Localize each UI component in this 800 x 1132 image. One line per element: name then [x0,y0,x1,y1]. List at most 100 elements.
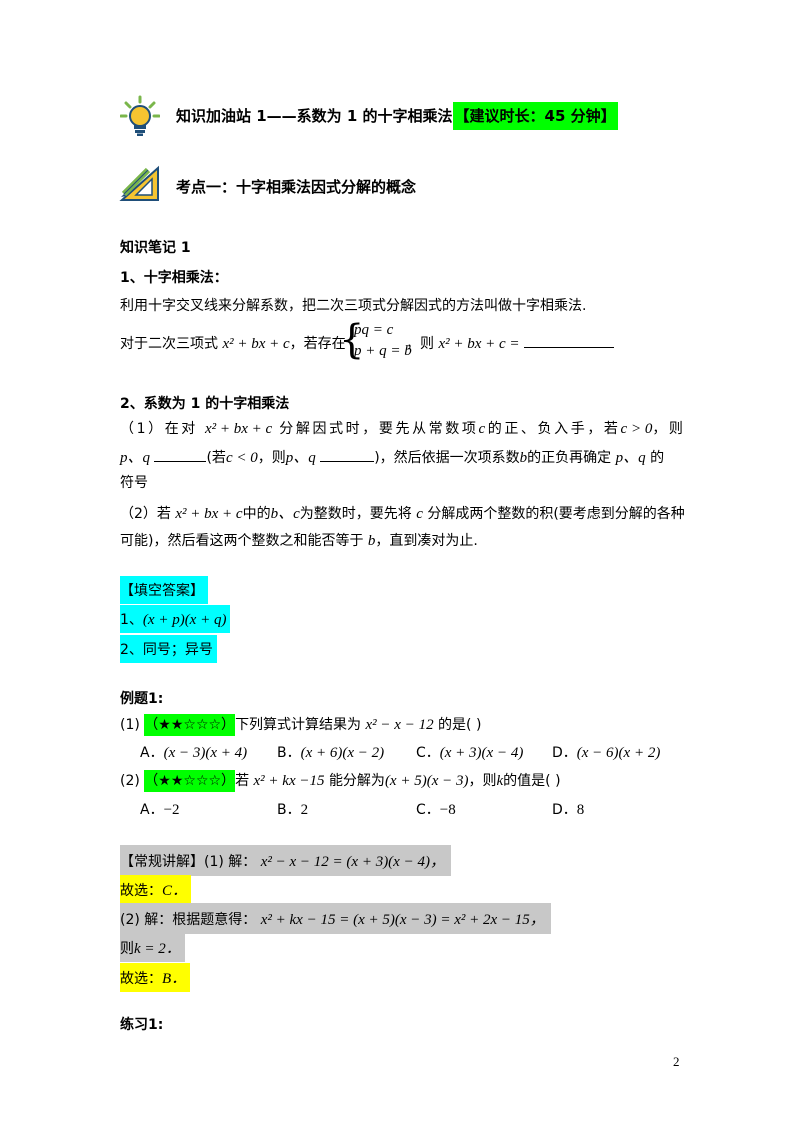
math-var: b [519,450,528,466]
option-label: A． [140,802,164,818]
math-expr: x² − x − 12 = (x + 3)(x − 4)， [260,854,445,870]
math-expr: (x + 5)(x − 3) [384,773,469,789]
option-label: D． [552,802,577,818]
page-title: 知识加油站 1——系数为 1 的十字相乘法【建议时长：45 分钟】 [176,102,618,130]
math-expr: (x + p)(x + q) [142,612,227,628]
option-label: C． [416,745,440,761]
math-expr: x² − x − 12 [365,717,434,733]
title-text: 知识加油站 1——系数为 1 的十字相乘法 [176,107,453,125]
math-expr: k = 2． [134,941,181,957]
text-span: 中的 [242,506,271,522]
text-span: （2）若 [120,506,171,522]
lightbulb-icon [119,95,161,137]
text-span: 故选： [120,883,162,899]
notes-item1-conclusion: ，则 x² + bx + c = [406,333,614,353]
notes-item1-title: 1、十字相乘法： [120,270,228,286]
math-var: c [478,421,488,437]
notes-item1-line: 对于二次三项式 x² + bx + c，若存在 [120,333,346,353]
text-span: 可能)，然后看这两个整数之和能否等于 [120,533,364,549]
text-span: (若 [206,450,226,466]
q2-option-b[interactable]: B．2 [277,799,308,819]
q2-option-d[interactable]: D．8 [552,799,584,819]
practice-heading: 练习1: [120,1017,164,1033]
system-brace: { [339,317,365,363]
answer-blank [154,447,207,462]
math-expr: x² + kx − 15 = (x + 5)(x − 3) = x² + 2x … [260,912,545,928]
option-label: B． [277,745,301,761]
math-expr: c > 0 [620,421,653,437]
answer-blank [524,333,614,348]
text-span: 能分解为 [328,773,385,789]
math-expr: x² + bx + c = [438,336,520,352]
system-eq1: pq = c [354,322,394,338]
notes-item1-text: 利用十字交叉线来分解系数，把二次三项式分解因式的方法叫做十字相乘法. [120,298,587,314]
notes-item2-title: 2、系数为 1 的十字相乘法 [120,396,290,412]
text-span: ，若存在 [289,336,346,352]
text-span: 则 [120,941,134,957]
text-span: 的是( ) [438,717,482,733]
math-expr: x² + bx + c [175,506,243,522]
question-number: (2) [120,773,140,789]
text-span: 的正负再确定 [527,450,612,466]
math-var: p、q [120,450,151,466]
math-var: b [367,533,376,549]
q1-option-d[interactable]: D．(x − 6)(x + 2) [552,742,660,762]
q2-option-a[interactable]: A．−2 [140,799,180,819]
text-span: 故选： [120,971,162,987]
text-span: ，则 [468,773,497,789]
example-q1: (1) （★★☆☆☆）下列算式计算结果为 x² − x − 12 的是( ) [120,714,482,736]
text-span: 下列算式计算结果为 [235,717,362,733]
option-label: A． [140,745,164,761]
text-span: 为整数时，要先将 [299,506,412,522]
text-span: 【常规讲解】(1) 解： [120,854,257,870]
math-var: b、c [270,506,300,522]
notes-heading: 知识笔记 1 [120,240,191,256]
option-expr: −2 [163,802,180,818]
text-span: 的值是( ) [503,773,561,789]
text-span: ，则 [406,336,434,352]
text-span: 的正、负入手，若 [487,421,621,437]
answers-heading: 【填空答案】 [120,576,208,604]
answer-choice: C． [162,883,188,899]
q1-option-b[interactable]: B．(x + 6)(x − 2) [277,742,384,762]
math-expr: c < 0 [225,450,258,466]
section-title: 考点一：十字相乘法因式分解的概念 [176,178,417,196]
text-span: 分解因式时，要先从常数项 [279,421,479,437]
notes-para5: 可能)，然后看这两个整数之和能否等于 b，直到凑对为止. [120,530,478,550]
text-span: 的 [650,450,665,466]
solution-line-1: 【常规讲解】(1) 解： x² − x − 12 = (x + 3)(x − 4… [120,845,451,876]
notes-para4: （2）若 x² + bx + c中的b、c为整数时，要先将 c 分解成两个整数的… [120,502,685,523]
option-expr: (x − 3)(x + 4) [163,745,248,761]
system-eq2: p + q = b [354,343,412,359]
q1-option-c[interactable]: C．(x + 3)(x − 4) [416,742,523,762]
option-label: D． [552,745,577,761]
difficulty-stars: （★★☆☆☆） [144,714,236,736]
text-span: 1、 [120,612,143,628]
solution-line-4: 则k = 2． [120,933,185,962]
answer-1: 1、(x + p)(x + q) [120,605,231,633]
question-number: (1) [120,717,140,733]
math-var: c [416,506,423,522]
notes-para1: （1）在对 x² + bx + c 分解因式时，要先从常数项c的正、负入手，若c… [120,418,686,438]
text-span: 对于二次三项式 [120,336,218,352]
q2-option-c[interactable]: C．−8 [416,799,456,819]
option-label: B． [277,802,301,818]
text-span: )，然后依据一次项系数 [374,450,520,466]
option-expr: −8 [439,802,456,818]
text-span: ，则 [652,421,686,437]
option-expr: 8 [576,802,585,818]
answer-choice: B． [162,971,187,987]
option-expr: 2 [300,802,309,818]
answer-2: 2、同号；异号 [120,635,217,663]
pencil-ruler-icon [118,164,162,204]
math-var: k [496,773,504,789]
difficulty-stars: （★★☆☆☆） [144,770,236,792]
time-tag: 【建议时长：45 分钟】 [452,102,618,130]
text-span: ，直到凑对为止. [375,533,478,549]
text-span: 分解成两个整数的积(要考虑到分解的各种 [427,506,685,522]
text-span: ，则 [257,450,286,466]
solution-line-2: 故选：C． [120,875,192,904]
q1-option-a[interactable]: A．(x − 3)(x + 4) [140,742,247,762]
page-number: 2 [673,1054,680,1069]
option-expr: (x + 6)(x − 2) [300,745,385,761]
